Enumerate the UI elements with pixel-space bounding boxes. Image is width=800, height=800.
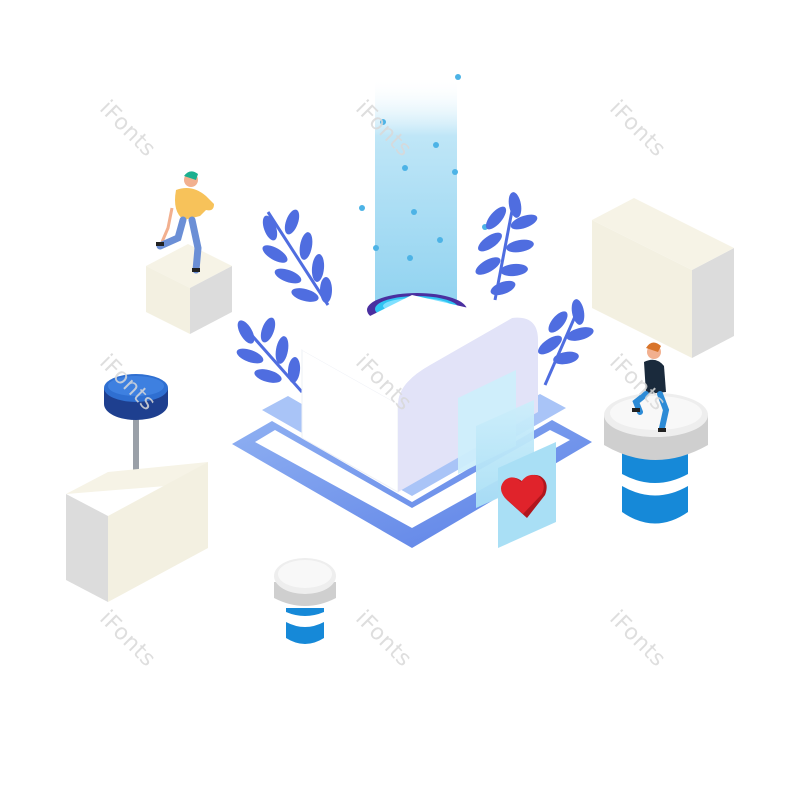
leaf-plant-top-left	[262, 209, 332, 306]
cream-box-upper-left	[146, 244, 232, 334]
leaf-plant-top-right	[475, 192, 538, 301]
round-stool	[104, 374, 168, 482]
cream-box-right	[592, 198, 734, 358]
cream-box-lower-left	[66, 462, 208, 602]
person-sitting	[632, 342, 670, 432]
person-running	[156, 171, 214, 274]
pedestal-right	[604, 393, 708, 524]
pedestal-small	[274, 558, 336, 644]
leaf-plant-mid-left	[236, 317, 304, 393]
leaf-plant-mid-right	[538, 299, 594, 386]
heart-icon	[501, 474, 547, 518]
